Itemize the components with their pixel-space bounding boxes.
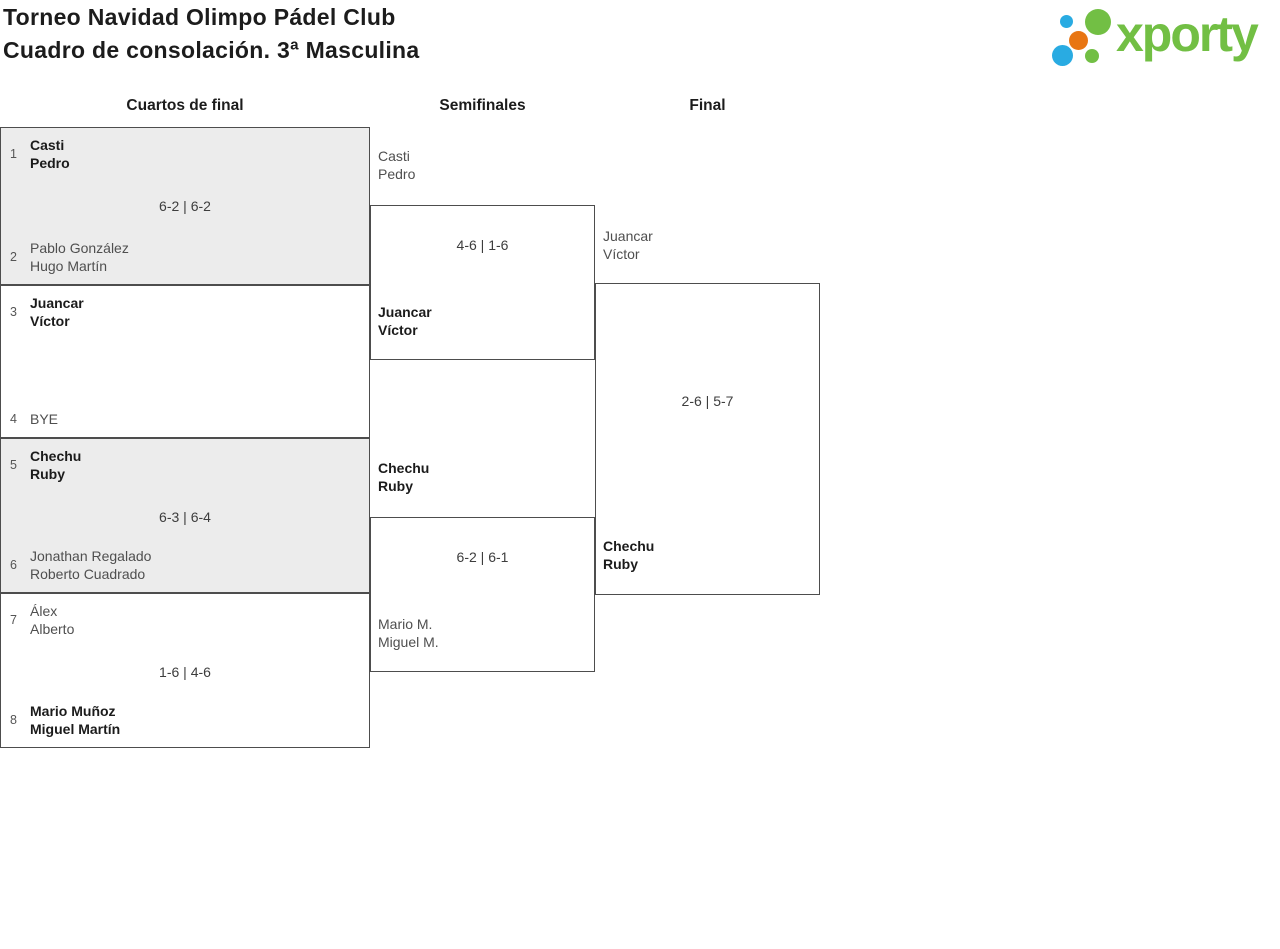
player-name: Pedro [30,155,70,171]
team-name: Mario Muñoz Miguel Martín [30,702,120,738]
bracket-subtitle: Cuadro de consolación. 3ª Masculina [3,37,420,63]
player-name: BYE [30,411,59,427]
team-name: Casti Pedro [30,136,70,172]
team-name: Álex Alberto [30,602,74,638]
seed-number: 7 [10,613,17,627]
match-score: 6-2 | 6-1 [456,549,509,565]
player-name: Jonathan Regalado [30,548,152,564]
page-title: Torneo Navidad Olimpo Pádel Club Cuadro … [3,1,420,67]
player-name: Pedro [378,166,416,182]
team-name: Chechu Ruby [378,459,429,495]
match-box-sf1 [370,205,595,360]
player-name: Mario Muñoz [30,703,116,719]
team-name: Chechu Ruby [30,447,81,483]
team-name: Pablo González Hugo Martín [30,239,129,275]
player-name: Ruby [30,466,65,482]
player-name: Pablo González [30,240,129,256]
player-name: Juancar [30,295,84,311]
team-slot: 8 Mario Muñoz Miguel Martín [10,702,120,738]
team-slot: 1 Casti Pedro [10,136,70,172]
match-score: 4-6 | 1-6 [456,237,509,253]
logo-dot-green-small [1085,49,1099,63]
match-box-sf2 [370,517,595,672]
player-name: Miguel M. [378,634,439,650]
player-name: Chechu [378,460,430,476]
player-name: Casti [378,148,410,164]
seed-number: 3 [10,305,17,319]
player-name: Mario M. [378,616,433,632]
player-name: Víctor [603,246,640,262]
match-score: 1-6 | 4-6 [159,664,211,680]
team-name: Mario M. Miguel M. [378,615,439,651]
seed-number: 2 [10,250,17,264]
match-box-final [595,283,820,595]
player-name: Alberto [30,621,75,637]
logo-dot-blue-large [1052,45,1073,66]
team-name: Juancar Víctor [603,227,653,263]
team-slot: 5 Chechu Ruby [10,447,81,483]
player-name: Ruby [378,478,413,494]
team-name: BYE [30,410,58,428]
match-box-qf1: 1 Casti Pedro 6-2 | 6-2 2 Pablo González… [0,127,370,285]
team-name: Jonathan Regalado Roberto Cuadrado [30,547,151,583]
team-slot: 2 Pablo González Hugo Martín [10,239,129,275]
match-box-qf4: 7 Álex Alberto 1-6 | 4-6 8 Mario Muñoz M… [0,593,370,748]
round-header-semifinales: Semifinales [439,97,526,114]
logo-dot-orange [1069,31,1088,50]
player-name: Álex [30,603,58,619]
seed-number: 5 [10,458,17,472]
seed-number: 4 [10,412,17,426]
player-name: Juancar [378,304,432,320]
team-name: Juancar Víctor [30,294,84,330]
seed-number: 6 [10,558,17,572]
player-name: Juancar [603,228,653,244]
player-name: Víctor [30,313,70,329]
player-name: Miguel Martín [30,721,121,737]
team-name: Casti Pedro [378,147,415,183]
team-name: Juancar Víctor [378,303,432,339]
round-header-cuartos: Cuartos de final [126,97,244,114]
xporty-logo[interactable]: xporty [1048,2,1280,72]
tournament-title: Torneo Navidad Olimpo Pádel Club [3,4,396,30]
team-slot: 7 Álex Alberto [10,602,74,638]
logo-dot-blue-small [1060,15,1073,28]
player-name: Víctor [378,322,418,338]
team-name: Chechu Ruby [603,537,654,573]
player-name: Chechu [30,448,82,464]
match-score: 2-6 | 5-7 [681,393,734,409]
round-header-final: Final [689,97,726,114]
match-score: 6-2 | 6-2 [159,198,211,214]
player-name: Ruby [603,556,638,572]
player-name: Casti [30,137,65,153]
player-name: Chechu [603,538,655,554]
player-name: Hugo Martín [30,258,108,274]
team-slot: 3 Juancar Víctor [10,294,84,330]
team-slot: 4 BYE [10,410,58,428]
team-slot: 6 Jonathan Regalado Roberto Cuadrado [10,547,151,583]
seed-number: 1 [10,147,17,161]
logo-dot-green-large [1085,9,1111,35]
match-score: 6-3 | 6-4 [159,509,211,525]
match-box-qf2: 3 Juancar Víctor 4 BYE [0,285,370,438]
seed-number: 8 [10,713,17,727]
match-box-qf3: 5 Chechu Ruby 6-3 | 6-4 6 Jonathan Regal… [0,438,370,593]
logo-wordmark: xporty [1116,6,1259,62]
player-name: Roberto Cuadrado [30,566,146,582]
